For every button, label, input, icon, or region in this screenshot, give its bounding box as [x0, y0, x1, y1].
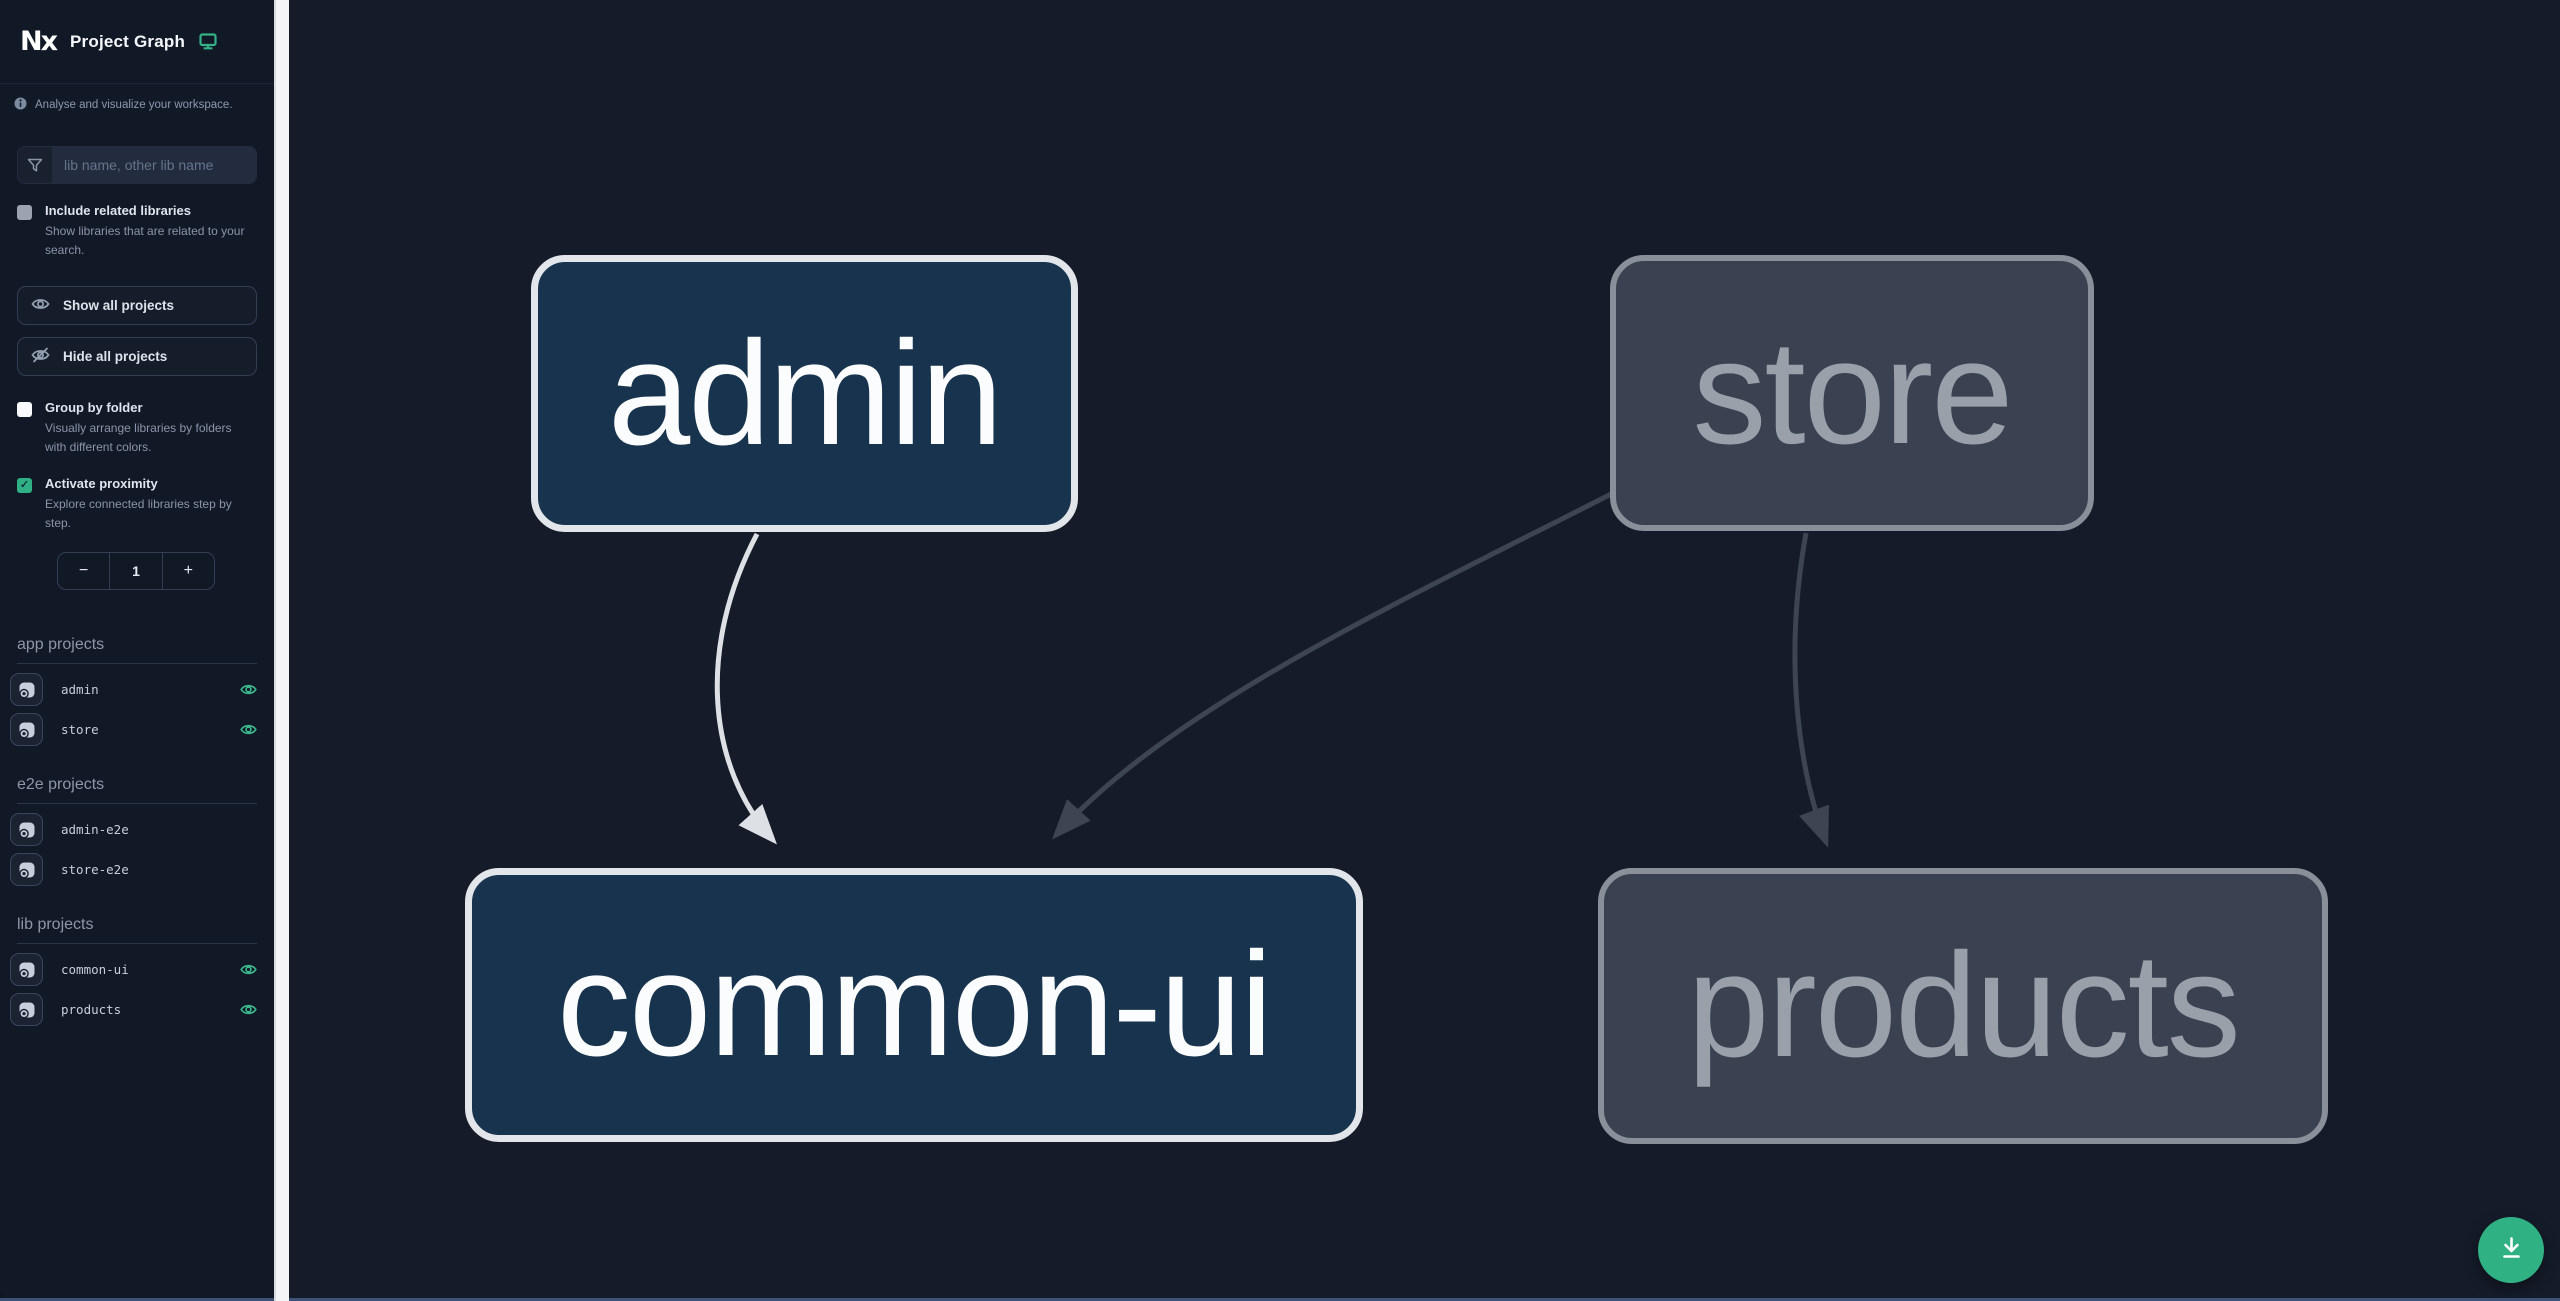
- proximity-increment-button[interactable]: +: [183, 561, 193, 579]
- project-name: products: [61, 1002, 122, 1018]
- toggle-label: Activate proximity: [45, 475, 158, 491]
- section-title: e2e projects: [17, 776, 257, 804]
- project-name: common-ui: [61, 962, 129, 978]
- graph-node-admin[interactable]: admin: [531, 255, 1078, 532]
- search-box: [17, 146, 257, 184]
- bottom-accent-line: [0, 1298, 2560, 1301]
- graph-node-products[interactable]: products: [1598, 868, 2328, 1144]
- sidebar: Nx Project Graph Analyse and visualize y…: [0, 0, 274, 1298]
- proximity-decrement-button[interactable]: −: [78, 561, 89, 579]
- section-e2e-projects: e2e projects admin-e2e store-e2e: [0, 776, 274, 890]
- info-icon: [14, 97, 27, 113]
- proximity-value[interactable]: 1: [109, 552, 163, 589]
- graph-node-store[interactable]: store: [1610, 255, 2094, 531]
- toggle-include-related: Include related libraries Show libraries…: [17, 203, 257, 260]
- toggle-label: Include related libraries: [45, 203, 191, 218]
- toggle-visibility-eye-icon[interactable]: [240, 683, 257, 696]
- toggle-description: Show libraries that are related to your …: [45, 224, 245, 257]
- page-title: Project Graph: [70, 31, 186, 51]
- toggle-visibility-eye-icon[interactable]: [240, 1003, 257, 1016]
- project-row-common-ui[interactable]: common-ui: [0, 950, 274, 990]
- section-title: app projects: [17, 636, 257, 664]
- eye-off-icon: [31, 347, 50, 366]
- eye-icon: [31, 297, 50, 314]
- graph-canvas[interactable]: admin store common-ui products: [289, 0, 2560, 1298]
- toggle-label: Group by folder: [45, 399, 143, 415]
- project-icon: [10, 953, 43, 987]
- toggle-visibility-eye-icon[interactable]: [240, 963, 257, 976]
- search-input[interactable]: [52, 147, 256, 183]
- project-row-store[interactable]: store: [0, 710, 274, 750]
- toggle-group-by-folder: Group by folder Visually arrange librari…: [17, 400, 257, 457]
- project-name: store: [61, 722, 99, 738]
- nx-logo[interactable]: Nx: [20, 26, 58, 57]
- project-row-products[interactable]: products: [0, 990, 274, 1030]
- project-row-admin[interactable]: admin: [0, 670, 274, 710]
- project-icon: [10, 813, 43, 847]
- proximity-stepper: − 1 +: [57, 551, 215, 590]
- project-row-store-e2e[interactable]: store-e2e: [0, 850, 274, 890]
- button-label: Show all projects: [63, 297, 175, 313]
- include-related-checkbox[interactable]: [17, 205, 32, 220]
- project-icon: [10, 673, 43, 707]
- edge-store-to-common-ui: [1051, 487, 1621, 840]
- panel-resizer[interactable]: [274, 0, 289, 1301]
- project-icon: [10, 853, 43, 887]
- toggle-description: Visually arrange libraries by folders wi…: [45, 420, 232, 454]
- download-graph-button[interactable]: [2478, 1217, 2544, 1283]
- filter-icon: [18, 147, 52, 183]
- section-app-projects: app projects admin store: [0, 636, 274, 750]
- project-name: admin: [61, 682, 99, 698]
- toggle-description: Explore connected libraries step by step…: [45, 496, 232, 530]
- show-all-projects-button[interactable]: Show all projects: [17, 285, 257, 325]
- section-title: lib projects: [17, 916, 257, 944]
- project-icon: [10, 713, 43, 747]
- monitor-icon[interactable]: [199, 33, 217, 50]
- project-icon: [10, 993, 43, 1027]
- project-name: store-e2e: [61, 862, 129, 878]
- download-icon: [2498, 1234, 2525, 1266]
- app-header: Nx Project Graph: [0, 0, 274, 84]
- activate-proximity-checkbox[interactable]: ✓: [17, 477, 32, 493]
- hide-all-projects-button[interactable]: Hide all projects: [17, 336, 257, 376]
- edge-store-to-products: [1792, 532, 1830, 848]
- button-label: Hide all projects: [63, 348, 168, 364]
- toggle-activate-proximity: ✓ Activate proximity Explore connected l…: [17, 476, 257, 533]
- project-row-admin-e2e[interactable]: admin-e2e: [0, 810, 274, 850]
- section-lib-projects: lib projects common-ui products: [0, 916, 274, 1030]
- graph-node-common-ui[interactable]: common-ui: [465, 868, 1363, 1142]
- group-by-folder-checkbox[interactable]: [17, 401, 32, 417]
- toggle-visibility-eye-icon[interactable]: [240, 723, 257, 736]
- workspace-tagline: Analyse and visualize your workspace.: [14, 97, 260, 113]
- tagline-text: Analyse and visualize your workspace.: [35, 99, 233, 111]
- project-name: admin-e2e: [61, 822, 129, 838]
- edge-admin-to-common-ui: [714, 532, 777, 845]
